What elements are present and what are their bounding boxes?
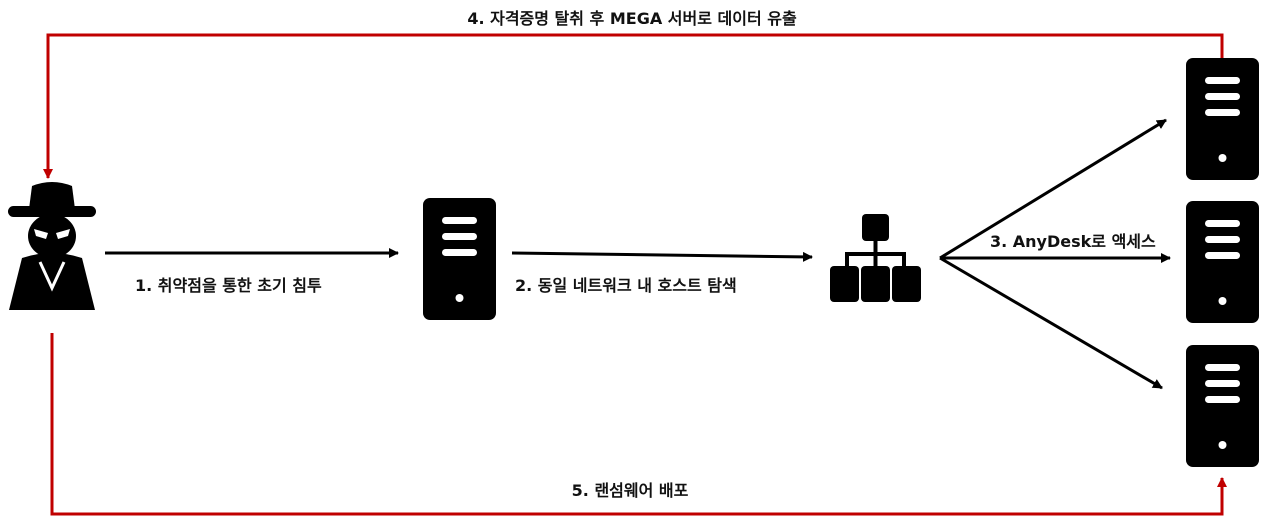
exfiltration-connector: [43, 33, 1224, 179]
attacker-icon: [8, 182, 96, 310]
target-server-icon-1: [1186, 58, 1259, 180]
discovery-arrow: [511, 251, 813, 262]
lateral-movement-arrows: [939, 118, 1171, 390]
step-2-discovery-label: 2. 동일 네트워크 내 호스트 탐색: [515, 276, 737, 295]
entry-server-icon: [423, 198, 496, 320]
step-1-initial-access-label: 1. 취약점을 통한 초기 침투: [135, 276, 322, 295]
step-3-lateral-label: 3. AnyDesk로 액세스: [990, 232, 1156, 251]
target-server-icon-2: [1186, 201, 1259, 323]
network-hierarchy-icon: [830, 214, 921, 302]
step-4-exfiltration-label: 4. 자격증명 탈취 후 MEGA 서버로 데이터 유출: [467, 9, 797, 28]
ransomware-connector: [50, 333, 1227, 516]
target-server-icon-3: [1186, 345, 1259, 467]
step-5-ransomware-label: 5. 랜섬웨어 배포: [572, 481, 689, 500]
